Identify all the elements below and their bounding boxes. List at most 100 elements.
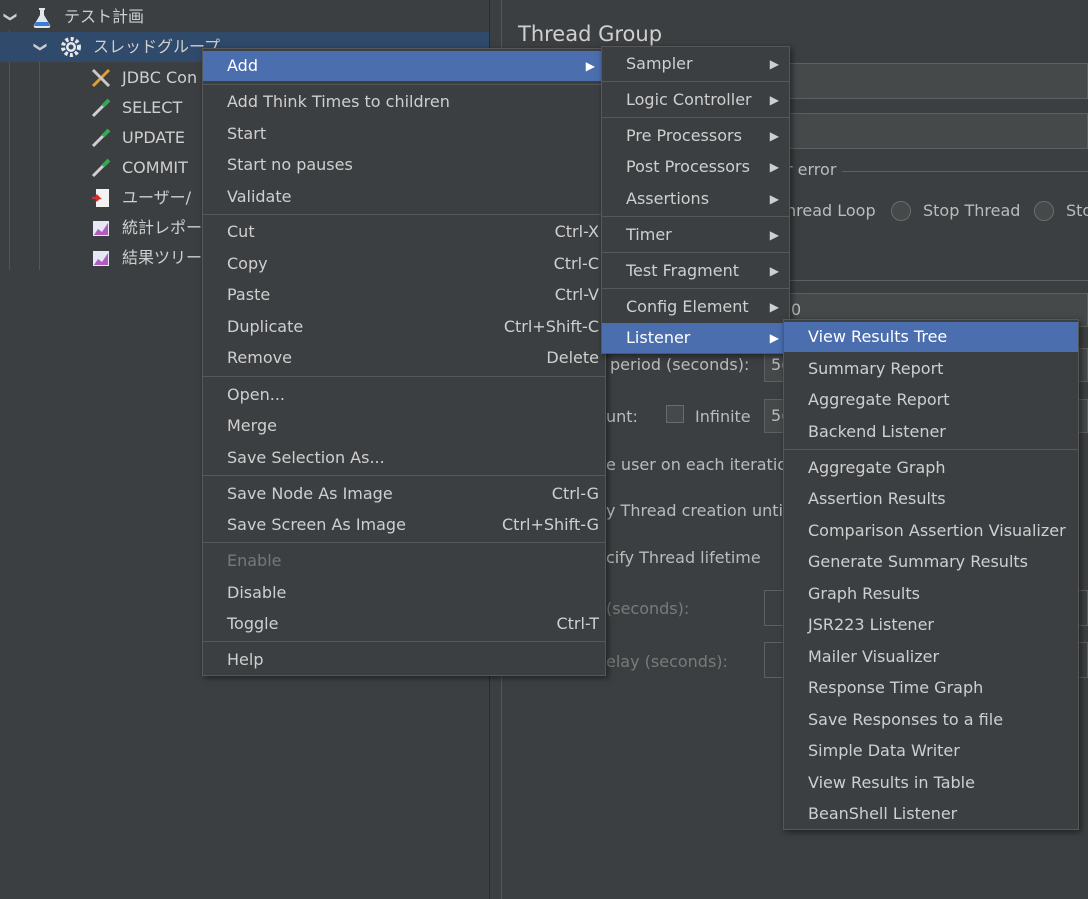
menu-item-jsr223-listener[interactable]: JSR223 Listener <box>784 610 1078 640</box>
menu-separator <box>203 376 605 377</box>
chevron-down-icon[interactable]: ❯ <box>32 41 48 53</box>
menu-item-add-think-times[interactable]: Add Think Times to children <box>203 87 605 117</box>
chevron-down-icon[interactable]: ❯ <box>2 11 18 23</box>
menu-item-shortcut: Ctrl+Shift-G <box>502 515 599 534</box>
tree-guide-line <box>9 30 10 270</box>
menu-item-save-responses-to-file[interactable]: Save Responses to a file <box>784 705 1078 735</box>
menu-item-graph-results[interactable]: Graph Results <box>784 579 1078 609</box>
radio-start-next-loop-label: hread Loop <box>786 201 876 220</box>
menu-item-sampler[interactable]: Sampler ▶ <box>602 49 789 79</box>
pipette-icon <box>91 158 111 178</box>
menu-item-shortcut: Ctrl-X <box>554 222 599 241</box>
menu-item-timer[interactable]: Timer ▶ <box>602 220 789 250</box>
submenu-arrow-icon: ▶ <box>585 59 595 73</box>
menu-item-label: Assertions <box>626 189 710 208</box>
radio-stop-test[interactable] <box>1034 201 1054 221</box>
menu-item-label: View Results Tree <box>808 327 948 346</box>
menu-item-disable[interactable]: Disable <box>203 578 605 608</box>
submenu-arrow-icon: ▶ <box>769 160 779 174</box>
menu-item-start-no-pauses[interactable]: Start no pauses <box>203 150 605 180</box>
menu-separator <box>602 117 789 118</box>
menu-item-mailer-visualizer[interactable]: Mailer Visualizer <box>784 642 1078 672</box>
menu-item-label: Timer <box>626 225 672 244</box>
menu-item-label: Open... <box>227 385 285 404</box>
menu-item-label: Merge <box>227 416 277 435</box>
menu-item-logic-controller[interactable]: Logic Controller ▶ <box>602 85 789 115</box>
wrench-icon <box>91 68 111 88</box>
menu-item-test-fragment[interactable]: Test Fragment ▶ <box>602 256 789 286</box>
name-field[interactable] <box>788 63 1088 99</box>
menu-item-config-element[interactable]: Config Element ▶ <box>602 292 789 322</box>
radio-stop-thread[interactable] <box>891 201 911 221</box>
menu-item-open[interactable]: Open... <box>203 380 605 410</box>
menu-item-simple-data-writer[interactable]: Simple Data Writer <box>784 736 1078 766</box>
delay-thread-creation-label: y Thread creation until <box>606 501 788 520</box>
error-action-label: r error <box>786 160 837 179</box>
menu-item-pre-processors[interactable]: Pre Processors ▶ <box>602 121 789 151</box>
menu-item-aggregate-report[interactable]: Aggregate Report <box>784 385 1078 415</box>
menu-item-label: Sampler <box>626 54 693 73</box>
pipette-icon <box>91 128 111 148</box>
menu-item-validate[interactable]: Validate <box>203 182 605 212</box>
menu-item-label: BeanShell Listener <box>808 804 958 823</box>
menu-item-comparison-assertion-visualizer[interactable]: Comparison Assertion Visualizer <box>784 516 1078 546</box>
menu-item-assertion-results[interactable]: Assertion Results <box>784 484 1078 514</box>
chart-icon <box>93 221 109 236</box>
menu-item-paste[interactable]: Paste Ctrl-V <box>203 280 605 310</box>
chart-icon <box>93 251 109 266</box>
menu-item-label: Logic Controller <box>626 90 752 109</box>
menu-separator <box>203 475 605 476</box>
menu-item-view-results-in-table[interactable]: View Results in Table <box>784 768 1078 798</box>
menu-item-assertions[interactable]: Assertions ▶ <box>602 184 789 214</box>
menu-item-label: Save Selection As... <box>227 448 385 467</box>
menu-item-backend-listener[interactable]: Backend Listener <box>784 417 1078 447</box>
menu-item-merge[interactable]: Merge <box>203 411 605 441</box>
menu-item-add[interactable]: Add ▶ <box>203 51 605 81</box>
menu-item-label: Copy <box>227 254 268 273</box>
menu-item-post-processors[interactable]: Post Processors ▶ <box>602 152 789 182</box>
menu-item-toggle[interactable]: Toggle Ctrl-T <box>203 609 605 639</box>
menu-item-duplicate[interactable]: Duplicate Ctrl+Shift-C <box>203 312 605 342</box>
menu-item-copy[interactable]: Copy Ctrl-C <box>203 249 605 279</box>
panel-title: Thread Group <box>518 22 663 46</box>
menu-item-listener[interactable]: Listener ▶ <box>602 323 789 353</box>
menu-item-label: Generate Summary Results <box>808 552 1028 571</box>
menu-item-beanshell-listener[interactable]: BeanShell Listener <box>784 799 1078 829</box>
menu-item-label: Response Time Graph <box>808 678 984 697</box>
menu-item-help[interactable]: Help <box>203 645 605 675</box>
menu-item-cut[interactable]: Cut Ctrl-X <box>203 217 605 247</box>
comments-field[interactable] <box>788 113 1088 149</box>
ramp-up-label: period (seconds): <box>610 355 750 374</box>
menu-item-start[interactable]: Start <box>203 119 605 149</box>
menu-item-label: Aggregate Report <box>808 390 950 409</box>
menu-item-save-node-as-image[interactable]: Save Node As Image Ctrl-G <box>203 479 605 509</box>
startup-delay-label: elay (seconds): <box>606 652 728 671</box>
listener-submenu: View Results Tree Summary Report Aggrega… <box>783 319 1079 830</box>
menu-item-label: Save Responses to a file <box>808 710 1004 729</box>
group-border <box>786 280 1088 281</box>
menu-item-save-selection-as[interactable]: Save Selection As... <box>203 443 605 473</box>
tree-node-test-plan[interactable]: ❯ テスト計画 <box>0 2 489 32</box>
flask-icon <box>33 8 51 28</box>
menu-item-remove[interactable]: Remove Delete <box>203 343 605 373</box>
add-submenu: Sampler ▶ Logic Controller ▶ Pre Process… <box>601 46 790 354</box>
menu-item-save-screen-as-image[interactable]: Save Screen As Image Ctrl+Shift-G <box>203 510 605 540</box>
menu-item-label: Enable <box>227 551 282 570</box>
menu-item-label: Aggregate Graph <box>808 458 946 477</box>
tree-node-label: テスト計画 <box>64 7 145 26</box>
menu-item-view-results-tree[interactable]: View Results Tree <box>784 322 1078 352</box>
infinite-checkbox[interactable] <box>666 405 684 423</box>
menu-separator <box>602 81 789 82</box>
menu-item-aggregate-graph[interactable]: Aggregate Graph <box>784 453 1078 483</box>
menu-item-response-time-graph[interactable]: Response Time Graph <box>784 673 1078 703</box>
menu-item-label: Comparison Assertion Visualizer <box>808 521 1066 540</box>
menu-separator <box>203 84 605 85</box>
menu-item-enable: Enable <box>203 546 605 576</box>
menu-item-generate-summary-results[interactable]: Generate Summary Results <box>784 547 1078 577</box>
menu-item-summary-report[interactable]: Summary Report <box>784 354 1078 384</box>
num-threads-value: 0 <box>791 300 802 319</box>
menu-item-label: Simple Data Writer <box>808 741 960 760</box>
submenu-arrow-icon: ▶ <box>769 129 779 143</box>
submenu-arrow-icon: ▶ <box>769 331 779 345</box>
infinite-label: Infinite <box>695 407 751 426</box>
